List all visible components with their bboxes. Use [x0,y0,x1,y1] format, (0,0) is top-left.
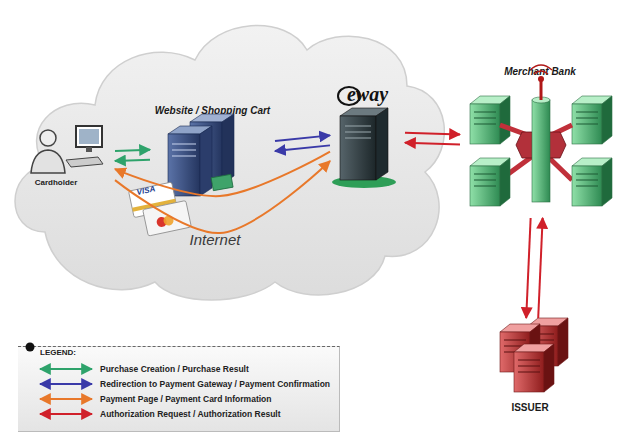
web-server-icon [190,122,222,184]
gateway-server-icon [345,138,371,139]
flow-arrow [538,218,542,318]
web-server-icon [200,126,212,196]
computer-icon [76,126,102,147]
gateway-server-icon [340,116,376,180]
node-label: ISSUER [490,402,570,414]
issuer-server-cluster [528,318,568,366]
web-server-icon [222,114,234,184]
person-icon [31,150,65,173]
bank-server-cluster [470,96,510,144]
payment-cards [143,201,192,237]
web-server-icon [172,156,196,157]
legend-sample [36,363,96,375]
payment-cards [129,180,192,238]
flow-arrow [526,218,530,318]
cloud-shape [5,0,445,310]
node-label: Cardholder [25,178,87,187]
legend-box: Purchase Creation / Purchase ResultRedir… [18,346,340,432]
legend-text: Redirection to Payment Gateway / Payment… [100,378,330,390]
legend-row: Redirection to Payment Gateway / Payment… [18,378,338,390]
issuer-node: ISSUER [490,318,570,418]
computer-icon [66,157,103,167]
issuer-server-cluster [514,344,554,392]
node-label: Internet [160,231,270,248]
computer-icon [79,129,99,144]
bank-server-cluster [470,158,510,206]
flow-arrow [405,143,460,145]
web-server-icon [172,144,196,145]
payment-cards [129,182,178,218]
legend-sample [36,393,96,405]
legend-row: Purchase Creation / Purchase Result [18,363,338,375]
computer-icon [66,126,103,167]
gateway-server-icon [376,108,388,180]
legend-sample [36,378,96,390]
web-server-icon [168,114,234,196]
legend-dot [24,341,36,353]
gateway-server-icon [345,126,371,127]
arrow-head [26,343,35,352]
flow-arrow [115,161,330,233]
bank-server-cluster [572,96,612,144]
gateway-server-icon [340,108,388,116]
bank-server-cluster [532,100,550,202]
payment-cards [156,216,168,228]
computer-icon [86,147,92,152]
legend-text: Authorization Request / Authorization Re… [100,408,281,420]
bank-server-cluster [516,132,566,158]
bank-server-cluster [572,158,612,206]
flow-arrow [115,160,150,161]
legend-text: Payment Page / Payment Card Information [100,393,271,405]
web-server-icon [190,114,234,122]
payment-cards [132,199,176,212]
legend-line [40,413,92,415]
legend-sample [36,408,96,420]
flow-arrow [275,135,330,141]
web-server-icon [168,134,200,196]
gateway-server-icon [338,87,360,105]
bank-server-cluster [538,76,544,82]
cloud-outline [15,26,444,300]
person-icon [31,130,65,173]
legend-title: LEGEND: [40,349,76,358]
flow-arrow [115,150,150,151]
legend-line [40,383,92,385]
flow-arrow [405,133,460,135]
cardholder-node: Cardholder [25,125,115,190]
legend-text: Purchase Creation / Purchase Result [100,363,249,375]
bank-server-cluster [540,80,543,100]
gateway-server-icon [332,87,396,188]
merchant-bank-node: Merchant Bank [460,66,620,218]
payment-cards [163,215,175,227]
bank-server-cluster [470,65,612,206]
bank-server-cluster [532,97,550,103]
gateway-node: eway [330,83,405,190]
web-server-icon [172,150,196,151]
legend-row: Authorization Request / Authorization Re… [18,408,338,420]
person-icon [40,130,56,146]
legend-line [40,398,92,400]
gateway-server-icon [332,176,396,188]
gateway-server-icon [345,132,371,133]
bank-server-cluster [530,65,552,74]
web-server-icon [211,174,233,190]
legend-row: Payment Page / Payment Card Information [18,393,338,405]
node-label: eway [330,83,405,106]
legend-line [40,368,92,370]
flow-arrow [275,145,330,151]
internet-cloud: Internet Cardholder Website / Shopping Car… [5,0,445,310]
bank-server-cluster [500,125,572,180]
node-label: Website / Shopping Cart [150,105,275,117]
issuer-server-cluster [500,324,540,372]
web-server-icon [168,126,212,134]
website-node: Website / Shopping Cart [150,105,275,200]
node-label: Merchant Bank [460,66,620,78]
issuer-server-cluster [500,318,568,392]
